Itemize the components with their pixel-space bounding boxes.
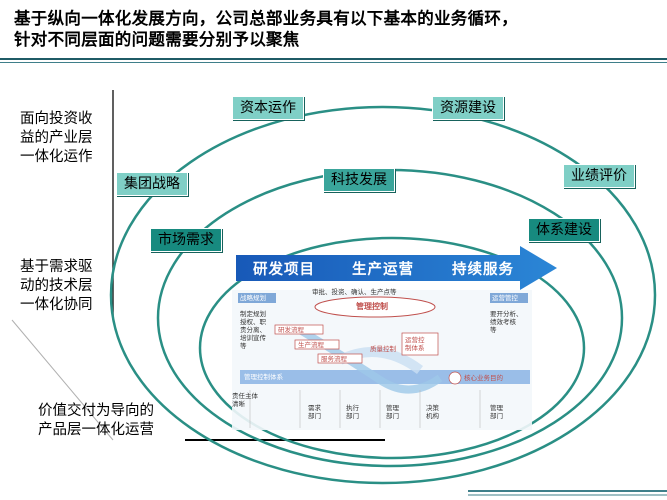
box-market-demand: 市场需求 xyxy=(150,228,222,252)
flow-box-1 xyxy=(274,324,324,335)
box-resource-building: 资源建设 xyxy=(432,96,504,120)
box-tech-development: 科技发展 xyxy=(323,168,395,192)
box-capital-operation: 资本运作 xyxy=(232,96,304,120)
mgmt-control-ellipse xyxy=(314,296,436,318)
box-group-strategy: 集团战略 xyxy=(116,172,188,196)
inner-ellipse xyxy=(198,236,586,460)
right-tab-label: 运营管控 xyxy=(492,294,518,302)
box-system-building: 体系建设 xyxy=(528,218,600,242)
page-title: 基于纵向一体化发展方向，公司总部业务具有以下基本的业务循环， 针对不同层面的问题… xyxy=(14,8,654,50)
flow-box-3 xyxy=(317,353,363,364)
right-tab-bg xyxy=(490,293,528,303)
left-tab-bg xyxy=(238,293,276,303)
audit-line-label: 审批、投资、确认、生产点等 xyxy=(312,288,397,296)
box-performance-evaluation: 业绩评价 xyxy=(563,164,635,188)
arrow-label-production: 生产运营 xyxy=(352,261,414,278)
col-label-2: 执行 部门 xyxy=(346,404,359,420)
col-label-5: 管理 部门 xyxy=(490,404,503,420)
title-divider xyxy=(0,58,667,60)
title-line-2: 针对不同层面的问题需要分别予以聚焦 xyxy=(14,30,300,49)
title-line-1: 基于纵向一体化发展方向，公司总部业务具有以下基本的业务循环， xyxy=(14,9,518,28)
flow-label-4: 质量控制 xyxy=(370,345,396,353)
outer-ellipse xyxy=(109,105,657,485)
col-label-1: 需求 部门 xyxy=(308,404,321,420)
value-chain-arrow xyxy=(236,246,557,290)
flow-box-2 xyxy=(294,339,340,350)
level-label-middle: 基于需求驱 动的技术层 一体化协同 xyxy=(20,259,93,313)
left-vertical-label: 责任主体 清晰 xyxy=(232,392,258,408)
flow-label-3: 服务流程 xyxy=(321,355,347,363)
title-divider-thin xyxy=(0,62,667,63)
flow-label-5: 运营控 制体系 xyxy=(405,336,425,352)
arrow-label-rd: 研发项目 xyxy=(253,261,315,278)
mgmt-control-label: 管理控制 xyxy=(356,302,388,311)
flow-label-2: 生产流程 xyxy=(298,341,324,349)
core-goal-marker xyxy=(448,371,462,385)
left-tab-label: 战略规划 xyxy=(240,294,266,302)
mgmt-flow-label: 管理控制体系 xyxy=(244,373,283,381)
core-goal-label: 核心业务目的 xyxy=(464,374,503,382)
right-list-label: 要开分析、 绩效考核 等 xyxy=(490,310,523,334)
level-label-top: 面向投资收 益的产业层 一体化运作 xyxy=(20,111,93,165)
arrow-label-service: 持续服务 xyxy=(452,261,514,278)
col-label-3: 管理 部门 xyxy=(386,404,399,420)
level-diagonal-line xyxy=(11,319,114,441)
left-list-label: 制定规划 授权、职 责分离、 培训宣传 等 xyxy=(240,310,266,350)
flow-label-1: 研发流程 xyxy=(278,326,304,334)
level-label-bottom: 价值交付为导向的 产品层一体化运营 xyxy=(38,403,154,438)
flow-box-4 xyxy=(401,332,439,356)
col-label-4: 决策 机构 xyxy=(426,404,439,420)
